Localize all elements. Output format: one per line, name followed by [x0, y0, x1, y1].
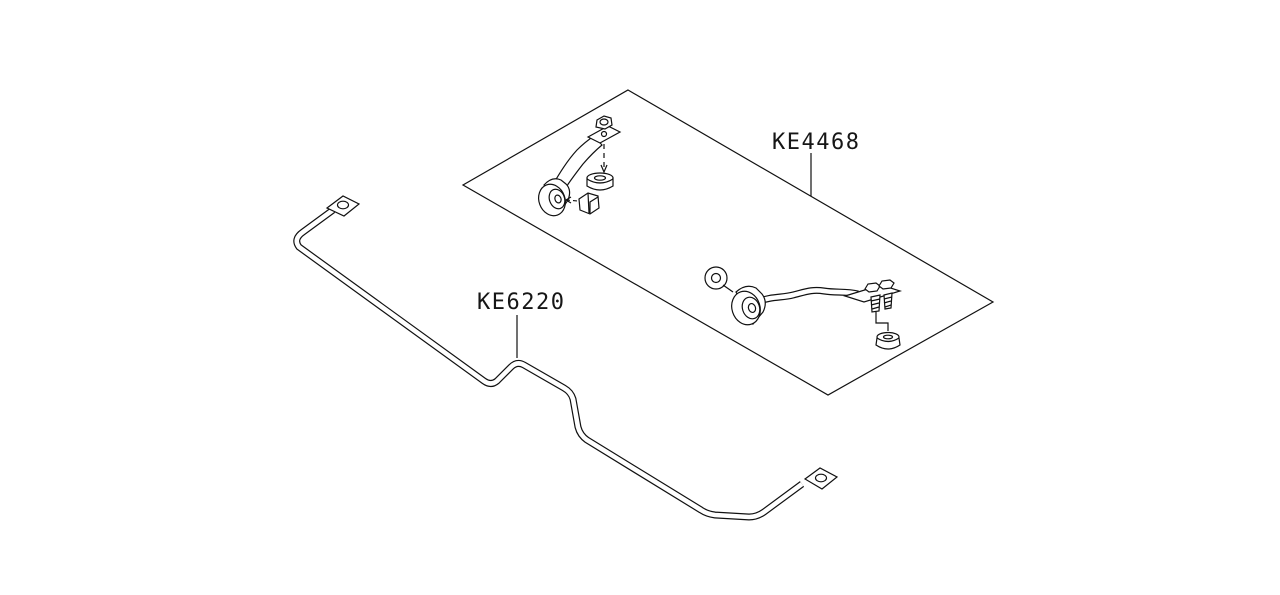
link-right-assembly-line [875, 312, 889, 331]
link-right-flange-nut-hole [882, 334, 894, 340]
bar-left-eyelet [325, 195, 361, 217]
link-left-flange-nut-skirt [586, 177, 614, 191]
stabilizer-link-left [538, 115, 622, 217]
stabilizer-bar [293, 195, 839, 521]
link-left-flange-nut-hole [593, 175, 607, 181]
stabilizer-bar-tube [293, 207, 805, 521]
kit-boundary-outline [461, 89, 995, 396]
link-left-small-nut-facet [587, 192, 599, 214]
link-left-bolt [595, 115, 613, 130]
link-left-bushing-hole [554, 194, 562, 204]
link-left-arm [551, 135, 603, 193]
part-number-label-ke4468[interactable]: KE4468 [772, 130, 860, 155]
link-right-arm-core [756, 288, 859, 305]
bar-right-eyelet [803, 467, 839, 490]
link-right-bolt-head-2 [878, 279, 895, 290]
label-group-kit: KE4468 [772, 130, 860, 196]
link-right-washer-leader [722, 284, 734, 293]
link-right-bolt-shaft-2-threads [883, 296, 893, 308]
stabilizer-link-right [704, 266, 903, 350]
link-right-bolt-shaft-1-threads [870, 298, 881, 310]
link-left-assembly-arrow [600, 164, 608, 174]
link-right-bolt-head-1 [864, 282, 881, 293]
bar-left-eyelet-hole [336, 200, 350, 210]
link-left-bracket-hole [600, 130, 608, 138]
label-group-bar: KE6220 [477, 290, 565, 358]
bar-right-eyelet-hole [814, 473, 828, 483]
link-right-bushing-hole [747, 302, 757, 314]
link-left-nut-arrow [564, 196, 572, 204]
link-right-flange-nut-skirt [875, 336, 901, 350]
link-left-bolt-head [599, 118, 609, 126]
link-right-washer-hole [710, 272, 722, 284]
stabilizer-bar-tube-core [294, 208, 804, 520]
link-left-nut-dash [565, 199, 579, 202]
link-left-bracket [586, 125, 622, 144]
part-number-label-ke6220[interactable]: KE6220 [477, 290, 565, 315]
